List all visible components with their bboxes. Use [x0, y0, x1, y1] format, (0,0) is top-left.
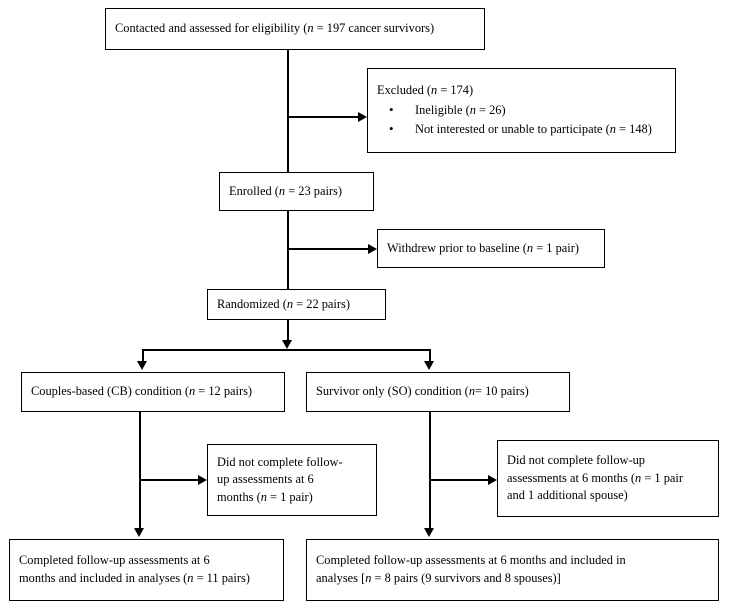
arrowhead-to-withdrew	[368, 244, 377, 254]
node-randomized-text: Randomized (n = 22 pairs)	[217, 296, 350, 311]
node-excluded: Excluded (n = 174) Ineligible (n = 26) N…	[367, 68, 676, 153]
connector-contacted-to-enrolled	[287, 50, 289, 172]
list-item: Not interested or unable to participate …	[377, 120, 666, 139]
connector-cb-to-completed	[139, 412, 141, 531]
connector-split-right-drop	[429, 349, 431, 363]
arrowhead-so-lost	[488, 475, 497, 485]
node-withdrew-text: Withdrew prior to baseline (n = 1 pair)	[387, 240, 579, 255]
connector-cb-branch-to-lost	[139, 479, 199, 481]
arrowhead-so-completed	[424, 528, 434, 537]
node-lost-cb-line2: up assessments at 6	[217, 472, 314, 487]
node-contacted-text: Contacted and assessed for eligibility (…	[115, 21, 435, 36]
node-enrolled-text: Enrolled (n = 23 pairs)	[229, 183, 342, 198]
node-completed-so: Completed follow-up assessments at 6 mon…	[306, 539, 719, 601]
node-completed-so-line2: analyses [n = 8 pairs (9 survivors and 8…	[316, 571, 561, 585]
node-lost-followup-so: Did not complete follow-up assessments a…	[497, 440, 719, 517]
node-completed-cb-line2: months and included in analyses (n = 11 …	[19, 571, 250, 585]
node-randomized: Randomized (n = 22 pairs)	[207, 289, 386, 320]
node-lost-followup-cb: Did not complete follow- up assessments …	[207, 444, 377, 516]
connector-randomization-split-bar	[142, 349, 431, 351]
arrowhead-to-condition-cb	[137, 361, 147, 370]
connector-branch-to-withdrew	[287, 248, 369, 250]
node-condition-cb-text: Couples-based (CB) condition (n = 12 pai…	[31, 384, 253, 399]
connector-split-left-drop	[142, 349, 144, 363]
list-item: Ineligible (n = 26)	[377, 101, 666, 120]
node-condition-so-text: Survivor only (SO) condition (n= 10 pair…	[316, 384, 529, 399]
node-condition-couples-based: Couples-based (CB) condition (n = 12 pai…	[21, 372, 285, 412]
node-lost-so-line1: Did not complete follow-up	[507, 453, 645, 468]
node-excluded-heading: Excluded (n = 174)	[377, 83, 474, 98]
node-lost-cb-line3: months (n = 1 pair)	[217, 489, 313, 504]
connector-so-branch-to-lost	[429, 479, 489, 481]
connector-enrolled-to-randomized	[287, 211, 289, 289]
arrowhead-cb-completed	[134, 528, 144, 537]
node-withdrew-prior-baseline: Withdrew prior to baseline (n = 1 pair)	[377, 229, 605, 268]
node-contacted-assessed: Contacted and assessed for eligibility (…	[105, 8, 485, 50]
node-lost-so-line3: and 1 additional spouse)	[507, 488, 628, 503]
node-excluded-reason-list: Ineligible (n = 26) Not interested or un…	[377, 100, 666, 139]
connector-so-to-completed	[429, 412, 431, 531]
node-completed-so-line1: Completed follow-up assessments at 6 mon…	[316, 553, 626, 568]
connector-randomized-stem	[287, 320, 289, 342]
node-lost-cb-line1: Did not complete follow-	[217, 454, 343, 469]
node-enrolled: Enrolled (n = 23 pairs)	[219, 172, 374, 211]
arrowhead-to-excluded	[358, 112, 367, 122]
node-lost-so-line2: assessments at 6 months (n = 1 pair	[507, 470, 683, 485]
connector-branch-to-excluded	[287, 116, 359, 118]
node-completed-cb-line1: Completed follow-up assessments at 6	[19, 553, 210, 568]
arrowhead-randomized-center	[282, 340, 292, 349]
node-condition-survivor-only: Survivor only (SO) condition (n= 10 pair…	[306, 372, 570, 412]
node-completed-cb: Completed follow-up assessments at 6 mon…	[9, 539, 284, 601]
arrowhead-to-condition-so	[424, 361, 434, 370]
arrowhead-cb-lost	[198, 475, 207, 485]
